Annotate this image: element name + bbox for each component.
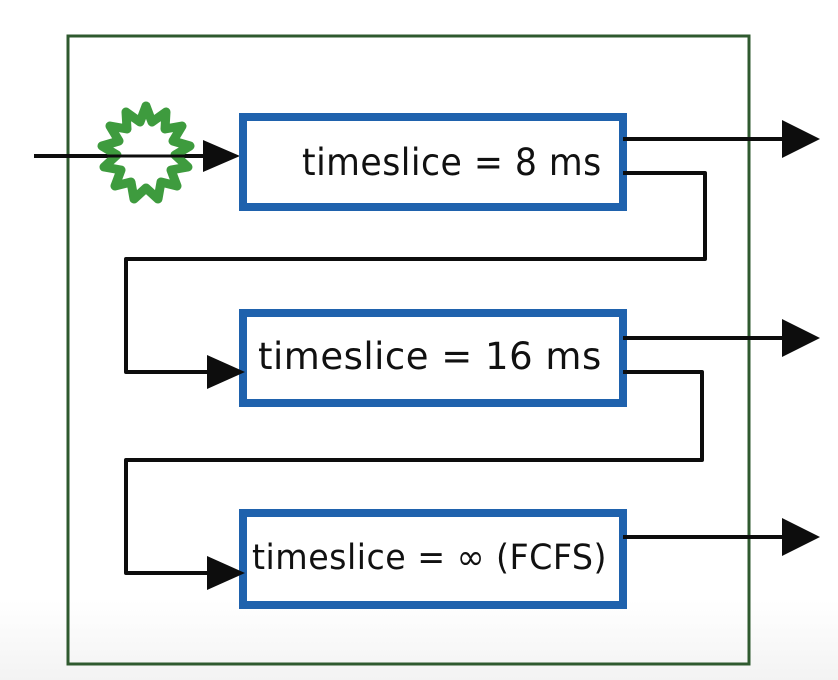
queue-label-1: timeslice = 16 ms xyxy=(258,335,602,378)
queue-label-2: timeslice = ∞ (FCFS) xyxy=(252,538,608,578)
exit-arrow-2 xyxy=(623,518,820,556)
queue-box-1 xyxy=(239,309,627,407)
outer-frame xyxy=(66,34,751,666)
exit-arrow-1 xyxy=(623,319,820,357)
queue-box-0 xyxy=(239,113,627,211)
demotion-path-1-to-2 xyxy=(124,370,704,590)
green-starburst-icon xyxy=(97,101,195,204)
entry-arrowhead xyxy=(203,140,240,172)
queue-label-0: timeslice = 8 ms xyxy=(302,141,602,184)
exit-arrow-0 xyxy=(623,120,820,158)
demotion-path-0-to-1 xyxy=(124,171,707,389)
queue-box-2 xyxy=(239,509,627,609)
